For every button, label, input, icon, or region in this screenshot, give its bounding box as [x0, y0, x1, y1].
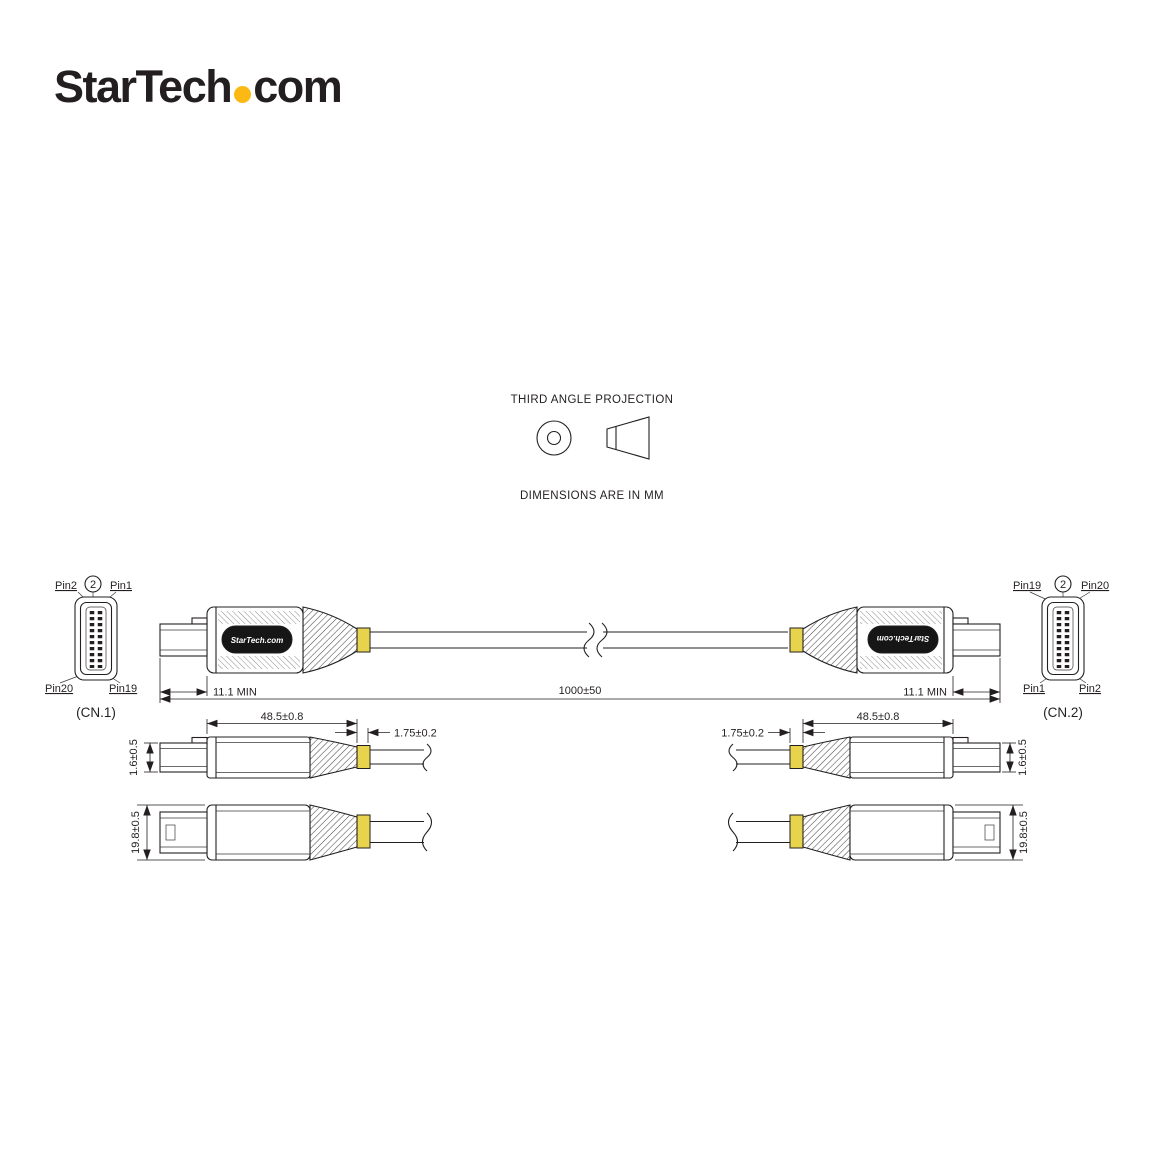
plug-keying-notch	[165, 824, 176, 841]
grip-texture	[860, 611, 942, 624]
plug-tongue	[159, 742, 208, 773]
dim-plug-min-left: 11.1 MIN	[213, 687, 257, 699]
cn2-pin-slot	[1052, 606, 1074, 671]
plug-tongue	[159, 623, 208, 657]
cable-break-icon	[727, 812, 739, 852]
brand-text: StarTech.com	[877, 634, 930, 643]
brand-text: StarTech.com	[231, 636, 284, 645]
dim-connector-height-left: 19.8±0.5	[130, 811, 142, 854]
cn2-callout-number: 2	[1060, 579, 1066, 591]
top-view-right: 19.8±0.5	[727, 804, 1030, 861]
plug-tongue	[159, 811, 208, 854]
plug-latch	[952, 736, 969, 744]
dim-latch-height-right: 1.6±0.5	[1017, 739, 1029, 776]
cable-boot-band	[356, 745, 371, 769]
strain-relief	[309, 736, 358, 779]
logo-text-com: com	[253, 61, 343, 112]
strain-relief	[802, 804, 851, 861]
dim-overall-length: 1000±50	[559, 685, 602, 697]
dim-band-width-left: 1.75±0.2	[394, 728, 437, 740]
cn1-pin2-label: Pin2	[55, 580, 77, 592]
cn1-callout-number: 2	[90, 579, 96, 591]
brand-badge	[867, 625, 939, 654]
projection-front-circle	[536, 420, 572, 456]
cn2-inner-shell	[1046, 601, 1080, 676]
cn1-pin19-label: Pin19	[109, 683, 137, 695]
grip-texture	[218, 656, 300, 669]
plug-keying-notch	[984, 824, 995, 841]
connector-body	[849, 804, 954, 861]
plug-latch	[952, 617, 969, 625]
projection-cone-side	[606, 416, 650, 460]
cn1-inner-shell	[79, 601, 113, 676]
plug-tongue	[952, 811, 1001, 854]
strain-relief	[802, 736, 851, 779]
assembly-view: StarTech.com StarTech.com 11.1 M	[159, 606, 1001, 703]
connector-body	[206, 804, 311, 861]
grip-texture	[218, 611, 300, 624]
dim-body-length-right: 48.5±0.8	[857, 711, 900, 723]
plug-latch	[191, 617, 208, 625]
grip-texture	[860, 656, 942, 669]
plug-tongue	[952, 742, 1001, 773]
cn2-name: (CN.2)	[1043, 705, 1083, 720]
end-view-cn2: Pin19 2 Pin20 Pin1 Pin2 (CN.2)	[1013, 575, 1109, 720]
cable-boot-band	[356, 627, 371, 653]
plug-tongue	[952, 623, 1001, 657]
dim-plug-min-right: 11.1 MIN	[903, 687, 947, 699]
profile-view-right: 48.5±0.8 1.75±0.2 1.6±0.5	[721, 711, 1029, 779]
cn1-name: (CN.1)	[76, 705, 116, 720]
cable-break-icon	[728, 743, 738, 772]
cable-break-icon	[596, 622, 608, 658]
connector-body	[206, 736, 311, 779]
cn1-pin20-label: Pin20	[45, 683, 73, 695]
projection-title: THIRD ANGLE PROJECTION	[511, 394, 674, 406]
cable-boot-band	[789, 745, 804, 769]
cn1-pin1-label: Pin1	[110, 580, 132, 592]
dim-connector-height-right: 19.8±0.5	[1018, 811, 1030, 854]
top-view-left: 19.8±0.5	[130, 804, 433, 861]
cable-boot-band	[356, 814, 371, 849]
projection-block: THIRD ANGLE PROJECTION DIMENSIONS ARE IN…	[511, 394, 674, 502]
brand-badge	[221, 625, 293, 654]
logo-dot-icon	[234, 86, 252, 103]
units-note: DIMENSIONS ARE IN MM	[520, 490, 664, 502]
cable-break-icon	[583, 622, 595, 658]
cable-break-icon	[422, 743, 432, 772]
strain-relief	[309, 804, 358, 861]
logo-text-star: StarTech	[54, 61, 233, 112]
cn2-pin20-label: Pin20	[1081, 580, 1109, 592]
plug-latch	[191, 736, 208, 744]
cable-boot-band	[789, 627, 804, 653]
dim-body-length-left: 48.5±0.8	[261, 711, 304, 723]
dim-band-width-right: 1.75±0.2	[721, 728, 764, 740]
strain-relief	[302, 606, 358, 674]
cn2-pin19-label: Pin19	[1013, 580, 1041, 592]
third-angle-projection-icon	[536, 416, 650, 460]
cable-break-icon	[421, 812, 433, 852]
cable-boot-band	[789, 814, 804, 849]
end-view-cn1: Pin2 2 Pin1 Pin20 Pin19 (CN.1)	[45, 575, 137, 720]
dim-latch-height-left: 1.6±0.5	[128, 739, 140, 776]
startech-logo: StarTech com	[54, 61, 343, 112]
cn2-pin1-label: Pin1	[1023, 683, 1045, 695]
profile-view-left: 48.5±0.8 1.75±0.2 1.6±0.5	[128, 711, 437, 779]
cn1-pin-slot	[85, 606, 107, 671]
projection-inner-circle	[546, 430, 562, 446]
cn1-shell-outline	[74, 596, 118, 681]
cn2-shell-outline	[1041, 596, 1085, 681]
strain-relief	[802, 606, 858, 674]
cn2-pin2-label: Pin2	[1079, 683, 1101, 695]
connector-body	[849, 736, 954, 779]
